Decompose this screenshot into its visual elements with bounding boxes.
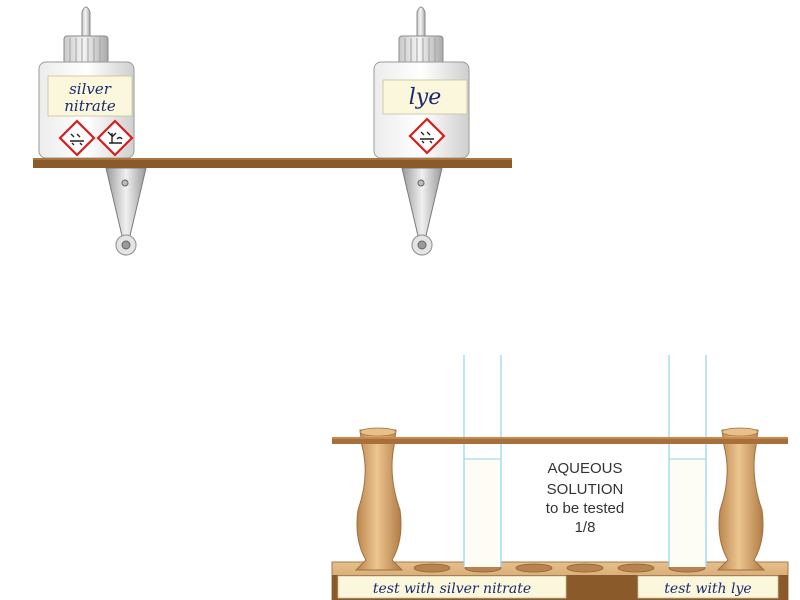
lye-bottle[interactable]: lye xyxy=(373,6,470,159)
shelf-board xyxy=(33,158,512,168)
shelf-bracket-right xyxy=(401,167,443,256)
silver-nitrate-label-line1: silver xyxy=(69,80,112,98)
solution-line2: SOLUTION xyxy=(547,481,624,498)
rack-label-left: test with silver nitrate xyxy=(373,581,531,597)
rack-post-left xyxy=(354,427,404,571)
silver-nitrate-label xyxy=(47,75,133,117)
rack-label-left-box[interactable]: test with silver nitrate xyxy=(337,575,567,599)
upper-shelf: silver nitrate lye xyxy=(33,6,512,256)
rack-post-right xyxy=(716,427,766,571)
corrosive-hazard-icon xyxy=(408,117,446,155)
environment-hazard-icon xyxy=(96,119,134,157)
rack-label-right-box[interactable]: test with lye xyxy=(637,575,779,599)
lye-label xyxy=(382,79,468,115)
test-tube-right[interactable] xyxy=(668,355,707,567)
test-tube-rack: AQUEOUS SOLUTION to be tested 1/8 test w… xyxy=(331,355,789,600)
silver-nitrate-bottle[interactable]: silver nitrate xyxy=(38,6,135,159)
solution-line3: to be tested xyxy=(546,500,624,517)
lye-label-text: lye xyxy=(409,85,441,110)
corrosive-hazard-icon xyxy=(58,119,96,157)
aqueous-solution-label: AQUEOUS SOLUTION to be tested 1/8 xyxy=(546,460,624,536)
solution-line1: AQUEOUS xyxy=(547,460,622,477)
rack-top-rail xyxy=(332,437,788,444)
shelf-bracket-left xyxy=(105,167,147,256)
rack-label-right: test with lye xyxy=(664,581,751,597)
solution-fraction: 1/8 xyxy=(575,519,596,536)
silver-nitrate-label-line2: nitrate xyxy=(64,97,116,115)
test-tube-left[interactable] xyxy=(463,355,502,567)
